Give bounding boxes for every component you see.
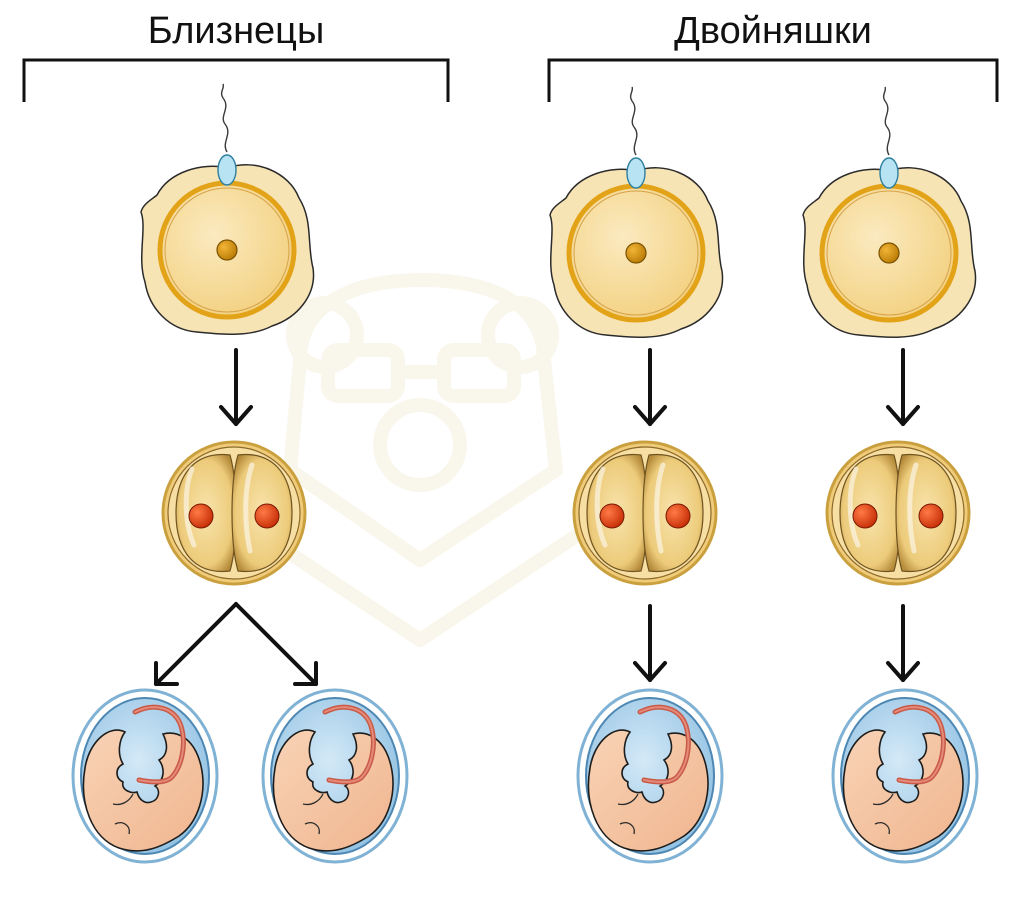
embryo-icon-identical-1 [73, 690, 217, 862]
bracket-fraternal [547, 58, 999, 102]
down-arrow-icon-fraternal-1-lower [633, 604, 667, 682]
egg-icon-identical [141, 84, 314, 334]
heading-fraternal-twins: Двойняшки [674, 10, 872, 52]
two-cell-zygote-icon-fraternal-1 [574, 442, 716, 584]
down-arrow-icon-identical [219, 348, 253, 426]
two-cell-zygote-icon-fraternal-2 [827, 442, 969, 584]
bracket-identical [22, 58, 450, 102]
down-arrow-icon-fraternal-2 [886, 348, 920, 426]
heading-identical-twins: Близнецы [147, 10, 325, 52]
split-arrow-icon-left [154, 602, 238, 686]
down-arrow-icon-fraternal-1 [633, 348, 667, 426]
split-arrow-icon-right [234, 602, 318, 686]
egg-icon-fraternal-1 [550, 87, 723, 337]
egg-icon-fraternal-2 [803, 87, 976, 337]
down-arrow-icon-fraternal-2-lower [886, 604, 920, 682]
embryo-icon-fraternal-1 [578, 690, 722, 862]
embryo-icon-fraternal-2 [833, 690, 977, 862]
embryo-icon-identical-2 [263, 690, 407, 862]
bear-watermark-logo [236, 273, 604, 647]
two-cell-zygote-icon-identical [163, 442, 305, 584]
